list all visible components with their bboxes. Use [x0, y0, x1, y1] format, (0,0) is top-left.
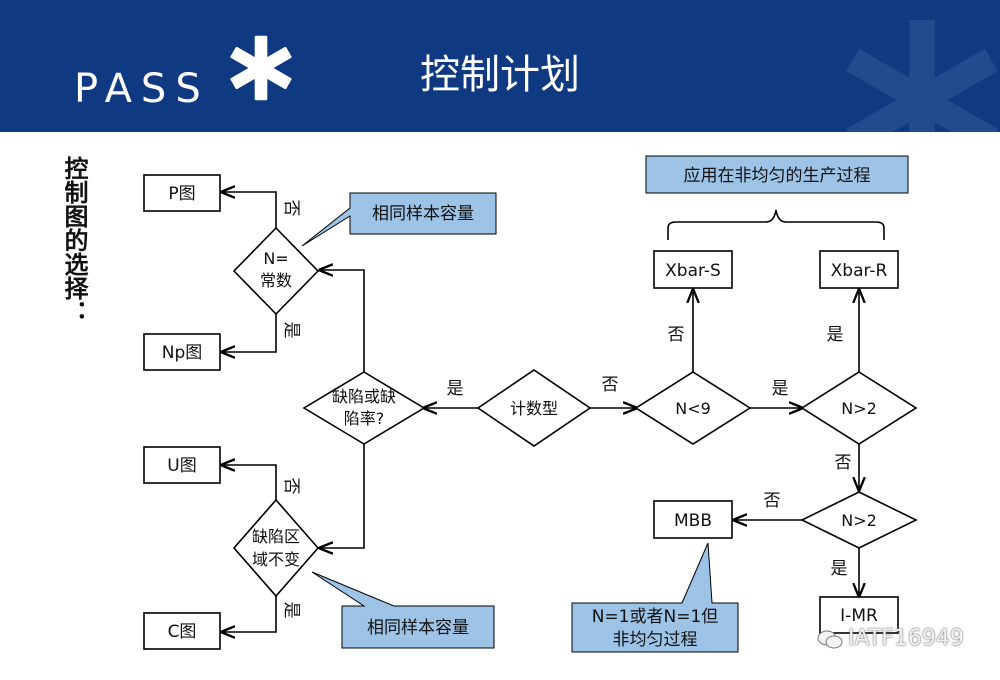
n-constant-diamond [232, 226, 320, 316]
mbb-box [653, 500, 733, 539]
no-label-n9: 否 [602, 375, 619, 395]
arrow-defect-to-area [320, 444, 365, 548]
callout-nonuniform: 应用在非均匀的生产过程 [684, 166, 871, 186]
wechat-icon [817, 630, 843, 649]
callout-n1-line1: N=1或者N=1但 [592, 607, 719, 627]
defect-line1: 缺陷或缺 [332, 387, 396, 406]
imr-box [819, 596, 899, 634]
no-label-mbb: 否 [764, 491, 781, 511]
n-gt-2-label-a: N>2 [841, 399, 877, 418]
yes-label-imr: 是 [831, 559, 848, 579]
callout-n1-shape [571, 542, 739, 653]
arrow-defect-to-nconst [320, 270, 365, 372]
mbb-label: MBB [674, 511, 712, 531]
arrow-nconst-to-np [222, 314, 277, 352]
yes-label-np: 是 [281, 322, 301, 339]
c-chart-label: C图 [168, 622, 197, 642]
np-chart-label: Np图 [162, 343, 203, 363]
yes-label-n2a: 是 [772, 379, 789, 399]
callout-same-sample-1: 相同样本容量 [372, 204, 474, 224]
n-constant-line2: 常数 [260, 271, 292, 290]
n-gt-2-label-b: N>2 [841, 511, 877, 530]
count-type-diamond [476, 369, 592, 447]
n-constant-line1: N= [263, 249, 288, 268]
logo-star-icon [230, 35, 292, 101]
logo-text: PASS [74, 66, 210, 112]
background-star-icon [846, 20, 998, 132]
xbar-r-box [819, 250, 899, 289]
callout-nonuniform-shape [645, 155, 909, 194]
page-title: 控制计划 [420, 52, 580, 98]
arrow-area-to-c [222, 596, 277, 632]
u-chart-box [143, 446, 221, 484]
no-label-xbars: 否 [668, 325, 685, 345]
defect-area-diamond [232, 498, 320, 598]
p-chart-box [143, 174, 221, 212]
p-chart-label: P图 [168, 184, 195, 204]
xbar-r-label: Xbar-R [831, 261, 888, 281]
yes-label-defect: 是 [447, 379, 464, 399]
n-lt-9-diamond [634, 371, 752, 445]
callout-same-sample-1-shape [301, 192, 497, 247]
xbar-s-label: Xbar-S [665, 261, 721, 281]
callout-n1-line2: 非均匀过程 [613, 630, 698, 650]
c-chart-box [143, 612, 221, 650]
no-label-n2b: 否 [835, 453, 852, 473]
n-lt-9-label: N<9 [675, 399, 711, 418]
n-gt-2-diamond-a [800, 371, 918, 445]
no-label-p: 否 [281, 200, 301, 217]
yes-label-xbarr: 是 [827, 325, 844, 345]
defect-line2: 陷率? [344, 409, 385, 428]
no-label-u: 否 [281, 478, 301, 495]
bracket-connector [667, 209, 885, 240]
arrow-nconst-to-p [222, 192, 277, 228]
count-type-label: 计数型 [510, 399, 558, 418]
u-chart-label: U图 [167, 456, 196, 476]
watermark-text: IATF16949 [848, 626, 964, 651]
np-chart-box [143, 333, 221, 371]
imr-label: I-MR [840, 606, 878, 626]
xbar-s-box [653, 250, 733, 289]
defect-area-line2: 域不变 [252, 550, 300, 569]
defect-area-line1: 缺陷区 [252, 527, 300, 546]
callout-same-sample-2: 相同样本容量 [367, 618, 469, 638]
defect-diamond [302, 371, 426, 445]
yes-label-c: 是 [281, 602, 301, 619]
header-banner: PASS 控制计划 [0, 0, 1000, 132]
n-gt-2-diamond-b [800, 491, 918, 549]
callout-same-sample-2-shape [311, 571, 495, 649]
connectors [222, 192, 885, 632]
arrow-area-to-u [222, 465, 277, 500]
side-label: 控制图的选择： [60, 156, 88, 324]
